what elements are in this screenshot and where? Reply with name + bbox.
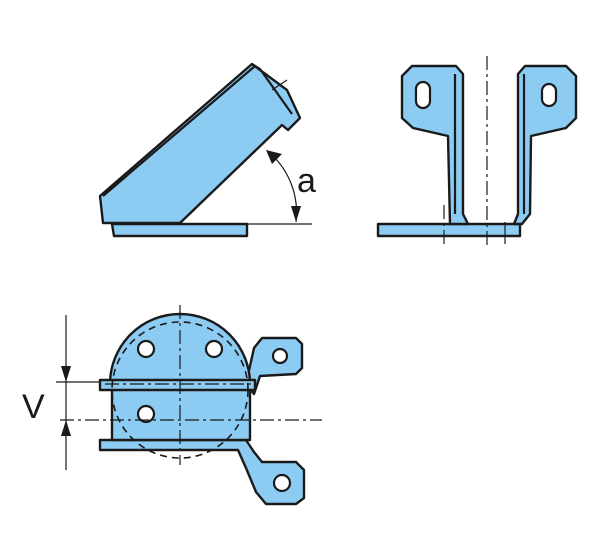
top-view-upper-ear [244,336,304,396]
angle-arrow-top [266,150,282,164]
angled-bracket-side-view: a [98,62,316,238]
front-view-left-slot [414,80,432,110]
angle-label: a [297,162,316,200]
front-view-right-slot [540,82,558,108]
front-view-left-upright [400,64,470,226]
bracket-front-view [376,56,578,248]
top-view-upper-ear-hole [271,347,289,365]
angled-bracket-inner-edge [102,65,256,197]
top-view-lower-ear [98,438,306,506]
top-view-bolt-hole-lower-left [136,404,156,424]
top-view-hidden-circle [111,321,249,459]
angled-bracket-base-plate [110,222,249,238]
top-view-upper-flange [98,378,257,392]
top-view-lower-ear-hole [272,473,292,493]
top-view-bolt-hole-upper-right [204,339,224,359]
front-view-base-plate [376,222,522,238]
bracket-top-view: V [22,305,322,506]
angled-bracket-body [98,62,302,225]
angle-arrow-bottom [291,206,301,222]
angled-bracket-flange-edge [251,63,293,115]
offset-arrow-bottom [61,420,71,436]
angled-bracket-end-mark [271,79,288,91]
offset-label: V [22,388,45,426]
top-view-bolt-hole-upper-left [136,339,156,359]
offset-arrow-top [61,366,71,382]
front-view-right-upright [512,64,578,226]
